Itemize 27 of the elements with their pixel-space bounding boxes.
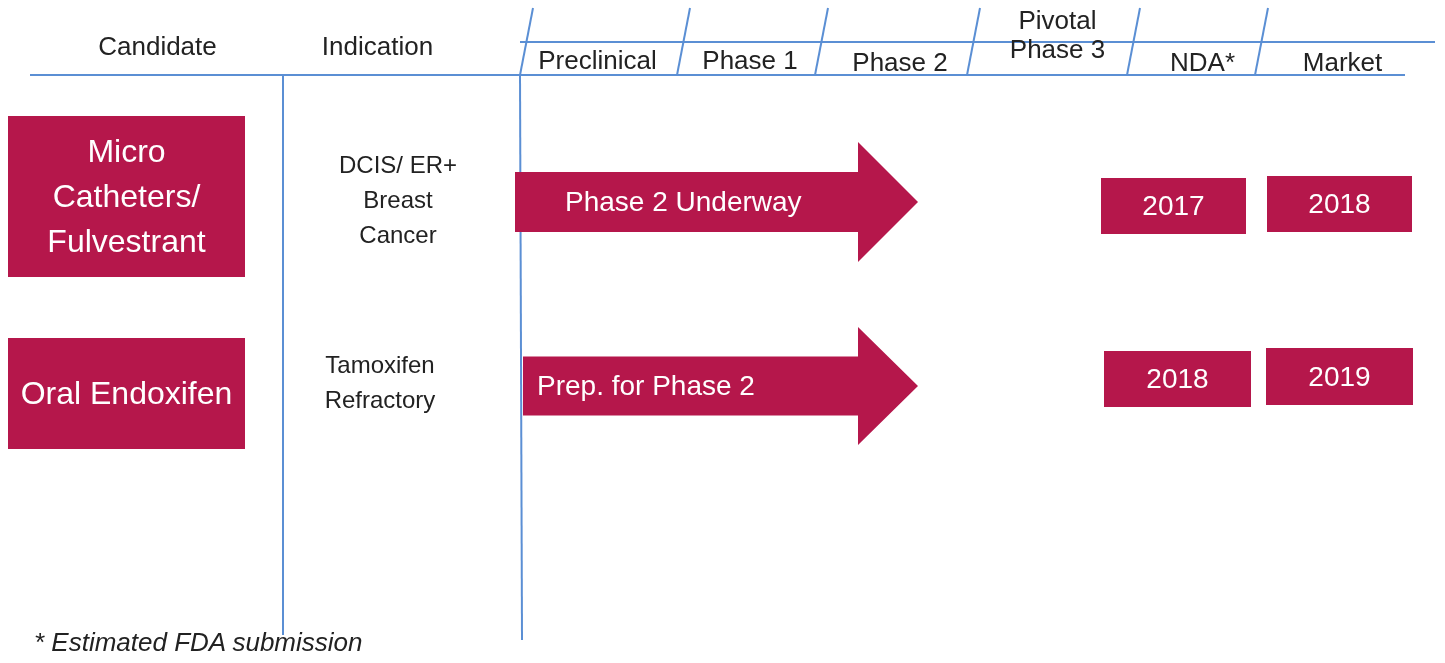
column-header: Pivotal Phase 3	[1008, 6, 1107, 64]
progress-arrow	[515, 142, 918, 262]
footnote: * Estimated FDA submission	[34, 628, 364, 657]
candidate-box	[8, 338, 245, 449]
column-header: Candidate	[97, 32, 218, 61]
candidate-name: Oral Endoxifen	[19, 374, 234, 414]
year-box	[1101, 178, 1246, 234]
column-header: Phase 1	[701, 46, 799, 75]
year-box	[1267, 176, 1412, 232]
column-header: Phase 2	[851, 48, 949, 77]
progress-arrow	[523, 327, 918, 445]
year-label: 2019	[1307, 359, 1372, 394]
arrow-label: Prep. for Phase 2	[537, 369, 755, 404]
year-box	[1104, 351, 1251, 407]
indication-text: Tamoxifen Refractory	[323, 350, 437, 415]
arrow-label: Phase 2 Underway	[565, 185, 802, 220]
year-label: 2017	[1141, 189, 1206, 224]
column-header: Market	[1301, 48, 1384, 77]
year-box	[1266, 348, 1413, 405]
column-header: NDA*	[1169, 48, 1236, 77]
candidate-name: Micro Catheters/ Fulvestrant	[46, 132, 207, 261]
year-label: 2018	[1307, 187, 1372, 222]
indication-text: DCIS/ ER+ Breast Cancer	[338, 150, 458, 250]
candidate-box	[8, 116, 245, 277]
year-label: 2018	[1145, 362, 1210, 397]
column-header: Preclinical	[537, 46, 658, 75]
column-header: Indication	[320, 32, 435, 61]
